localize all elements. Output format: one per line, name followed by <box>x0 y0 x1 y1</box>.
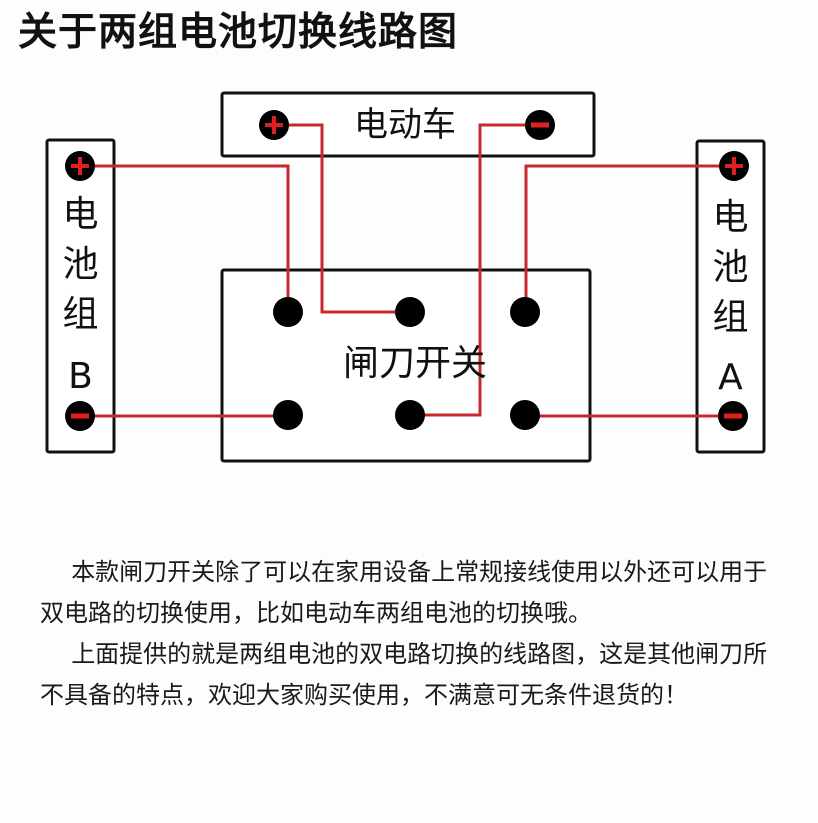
wire-battery-b-positive <box>80 164 290 312</box>
wire-vehicle-positive <box>274 123 410 314</box>
battery-a-negative-terminal-icon <box>718 401 748 431</box>
battery-b-positive-terminal-icon <box>65 151 95 181</box>
description-paragraph: 上面提供的就是两组电池的双电路切换的线路图，这是其他闸刀所不具备的特点，欢迎大家… <box>40 640 768 709</box>
contact-top-right <box>510 297 540 327</box>
knife-switch-label: 闸刀开关 <box>342 343 487 384</box>
switch-contacts <box>273 297 540 430</box>
battery-b-label: 电 池 组 B <box>47 190 114 402</box>
contact-bottom-middle <box>395 400 425 430</box>
battery-a-label-char: 组 <box>712 297 749 338</box>
vehicle-positive-terminal-icon <box>259 110 289 140</box>
battery-b-label-char: 池 <box>62 244 99 285</box>
battery-b-box <box>45 138 116 454</box>
battery-a-label-char: A <box>718 357 743 398</box>
battery-b-label-char: 组 <box>62 294 99 335</box>
page-title: 关于两组电池切换线路图 <box>18 10 459 55</box>
battery-b-negative-terminal-icon <box>65 401 95 431</box>
wire-battery-a-positive <box>524 164 734 312</box>
description: 本款闸刀开关除了可以在家用设备上常规接线使用以外还可以用于双电路的切换使用，比如… <box>40 552 785 716</box>
battery-a-label-char: 电 <box>712 197 749 238</box>
vehicle-box <box>220 91 596 158</box>
battery-a-label: 电 池 组 A <box>697 193 764 403</box>
battery-a-label-char: 池 <box>712 247 749 288</box>
battery-a-box <box>695 139 766 454</box>
wire-vehicle-negative <box>410 123 540 417</box>
contact-bottom-left <box>273 400 303 430</box>
contact-top-left <box>273 297 303 327</box>
vehicle-negative-terminal-icon <box>525 110 555 140</box>
wires <box>80 123 734 418</box>
terminals <box>65 110 749 431</box>
battery-a-positive-terminal-icon <box>719 151 749 181</box>
description-paragraph: 本款闸刀开关除了可以在家用设备上常规接线使用以外还可以用于双电路的切换使用，比如… <box>40 558 768 627</box>
battery-b-label-char: 电 <box>62 194 99 235</box>
component-outlines <box>45 91 766 463</box>
contact-top-middle <box>395 297 425 327</box>
contact-bottom-right <box>510 400 540 430</box>
battery-b-label-char: B <box>68 356 93 397</box>
knife-switch-box <box>220 268 592 463</box>
vehicle-label: 电动车 <box>354 105 456 145</box>
